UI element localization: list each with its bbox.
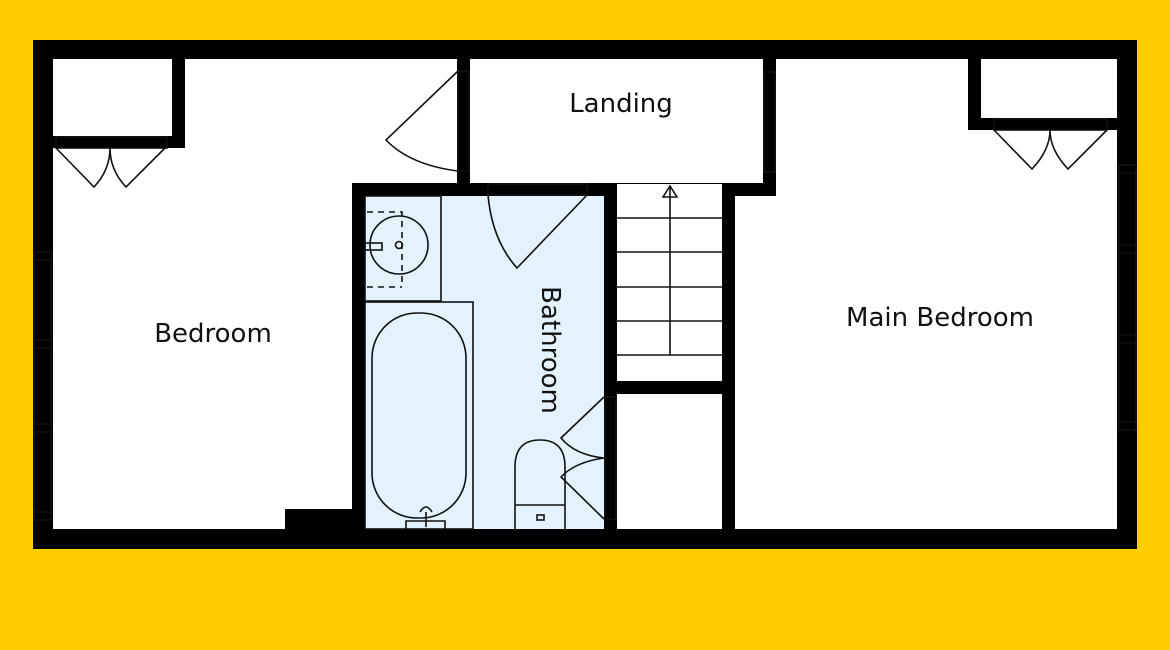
stairs-up-arrow-icon xyxy=(661,184,679,198)
main-closet-doors xyxy=(993,129,1108,171)
main-bedroom-door-frame xyxy=(763,71,776,173)
basin xyxy=(369,215,429,275)
main-closet-wall xyxy=(968,118,1117,130)
bedroom-closet xyxy=(53,59,172,136)
basin-outline xyxy=(367,211,403,288)
toilet-flush xyxy=(536,514,545,521)
bedroom-window xyxy=(33,251,52,521)
main-bedroom-label: Main Bedroom xyxy=(846,303,1034,333)
bedroom-door-frame xyxy=(457,70,470,172)
bath-surround xyxy=(364,301,474,530)
bedroom-closet-doors xyxy=(55,147,166,189)
bathtub xyxy=(371,312,467,519)
cupboard-doors xyxy=(559,396,605,520)
main-bedroom-window xyxy=(1118,164,1137,431)
cupboard-door-frame xyxy=(604,396,617,520)
main-closet-wall xyxy=(968,59,981,130)
bedroom-closet-wall xyxy=(53,136,185,148)
bedroom-closet-door-frame xyxy=(55,136,168,149)
bathroom-floor xyxy=(365,196,604,529)
cupboard xyxy=(617,394,722,529)
bedroom-floor xyxy=(53,59,457,529)
basin-tap xyxy=(364,242,383,251)
bath-tap-icon xyxy=(405,506,446,529)
basin-drain xyxy=(394,240,404,250)
stair-treads xyxy=(617,186,722,356)
bathroom-door-swing xyxy=(487,194,588,270)
landing-floor xyxy=(470,59,763,183)
bedroom-closet-wall xyxy=(172,59,185,148)
main-closet xyxy=(981,59,1117,118)
bathroom-door-frame xyxy=(487,183,588,196)
bathroom-label: Bathroom xyxy=(535,286,565,414)
main-bedroom-floor xyxy=(735,59,1117,529)
bedroom-label: Bedroom xyxy=(154,319,272,349)
landing-label: Landing xyxy=(569,89,673,119)
toilet xyxy=(514,439,566,529)
bedroom-door-swing xyxy=(384,70,459,172)
